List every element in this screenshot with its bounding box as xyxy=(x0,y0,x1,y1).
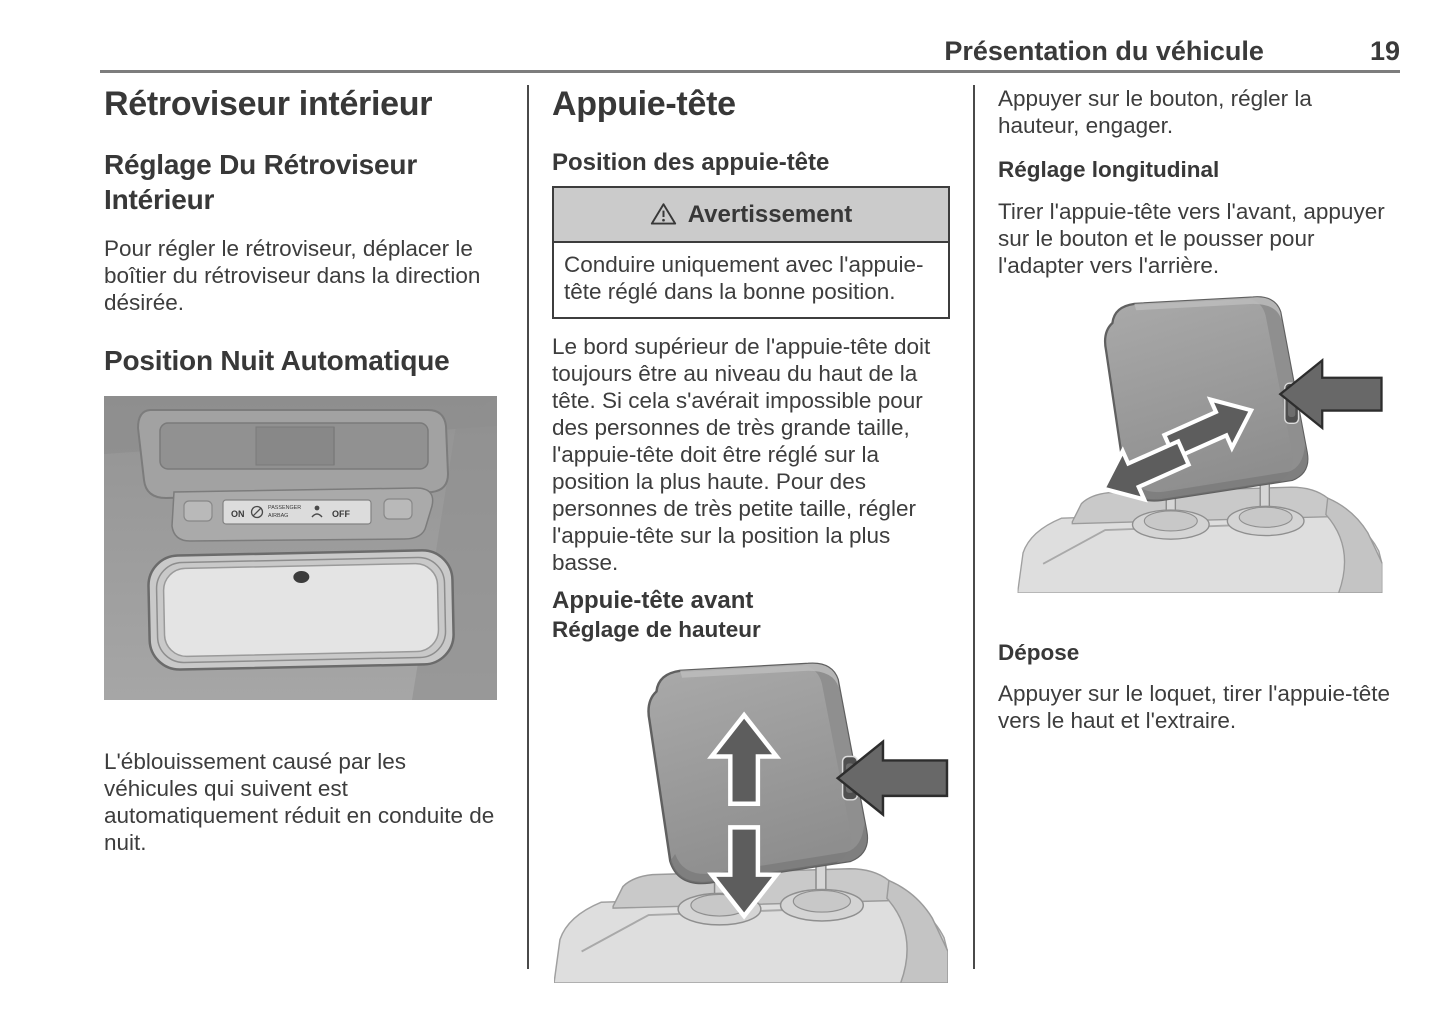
svg-text:AIRBAG: AIRBAG xyxy=(268,513,288,519)
warning-body: Conduire uniquement avec l'appuie-tête r… xyxy=(564,251,924,304)
heading-auto-night-position: Position Nuit Automatique xyxy=(104,345,450,377)
svg-text:OFF: OFF xyxy=(332,509,350,519)
push-button-arrow-icon xyxy=(1278,358,1383,431)
column-separator xyxy=(527,85,529,969)
mirror-sensor xyxy=(293,571,310,584)
rearview-mirror xyxy=(147,549,455,671)
section-title: Présentation du véhicule xyxy=(944,36,1264,66)
svg-text:ON: ON xyxy=(231,509,245,519)
airbag-label: ON PASSENGER AIRBAG OFF xyxy=(222,499,372,525)
page-header: Présentation du véhicule 19 xyxy=(100,0,1400,73)
para-mirror-adjustment: Pour régler le rétroviseur, déplacer le … xyxy=(104,236,481,316)
heading-head-restraint-position: Position des appuie-tête xyxy=(552,149,830,177)
para-height-adjustment: Appuyer sur le bouton, régler la hauteur… xyxy=(998,86,1312,138)
header-rule xyxy=(100,70,1400,73)
para-removal: Appuyer sur le loquet, tirer l'appuie-tê… xyxy=(998,681,1391,733)
column-separator xyxy=(973,85,975,969)
heading-removal: Dépose xyxy=(998,640,1080,665)
svg-text:PASSENGER: PASSENGER xyxy=(268,505,301,511)
heading-mirror-adjustment: Réglage Du Rétroviseur Intérieur xyxy=(104,149,418,216)
para-longitudinal-adjustment: Tirer l'appuie-tête vers l'avant, appuye… xyxy=(998,199,1385,278)
heading-head-restraints: Appuie-tête xyxy=(552,85,736,123)
heading-height-adjustment: Réglage de hauteur xyxy=(552,616,761,642)
heading-longitudinal-adjustment: Réglage longitudinal xyxy=(998,157,1220,182)
push-button-arrow-icon xyxy=(835,738,949,817)
down-arrow-icon xyxy=(707,824,782,920)
column-headrest: Appuie-tête Position des appuie-tête Ave… xyxy=(552,85,950,983)
up-arrow-icon xyxy=(707,711,782,806)
warning-triangle-icon xyxy=(650,203,676,225)
page-number: 19 xyxy=(1369,36,1400,66)
mirror-illustration: ON PASSENGER AIRBAG OFF xyxy=(104,396,497,701)
warning-box: Avertissement Conduire uniquement avec l… xyxy=(552,185,950,319)
content-columns: Rétroviseur intérieur Réglage Du Rétrovi… xyxy=(104,85,1398,983)
warning-title: Avertissement xyxy=(687,200,853,228)
heading-interior-mirror: Rétroviseur intérieur xyxy=(104,85,433,123)
para-head-restraint-position: Le bord supérieur de l'appuie-tête doit … xyxy=(552,333,931,575)
column-mirror: Rétroviseur intérieur Réglage Du Rétrovi… xyxy=(104,85,504,856)
overhead-console: ON PASSENGER AIRBAG OFF xyxy=(136,409,450,542)
headrest-longitudinal-illustration xyxy=(1000,292,1400,593)
warning-header: Avertissement xyxy=(554,187,948,243)
heading-front-head-restraint: Appuie-tête avant xyxy=(552,586,754,614)
para-auto-dimming: L'éblouissement causé par les véhicules … xyxy=(104,749,495,856)
rearward-arrow-icon xyxy=(1100,438,1192,503)
headrest-height-illustration xyxy=(552,658,950,983)
column-headrest-right: Appuyer sur le bouton, régler la hauteur… xyxy=(998,85,1398,734)
